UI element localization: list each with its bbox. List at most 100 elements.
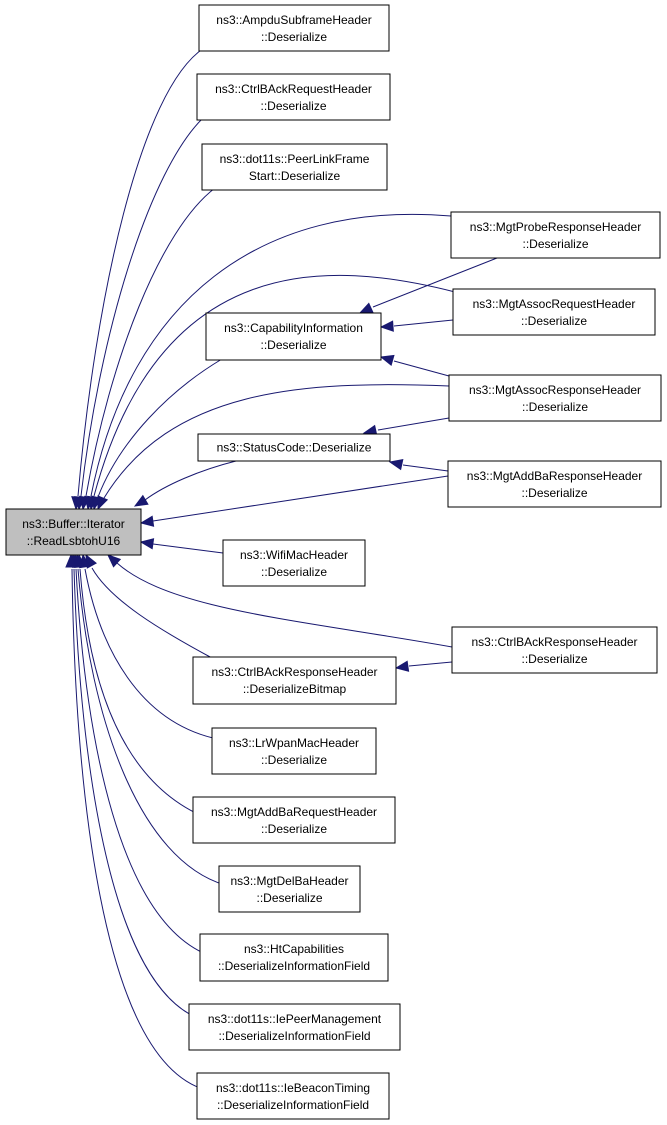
- node-delba-box: [218, 865, 361, 913]
- node-peerlink-box: [201, 143, 388, 191]
- node-lrwpan-line2: ::Deserialize: [261, 753, 327, 767]
- edge-ctrlbackreq: [80, 117, 204, 497]
- edge-probe-capability-arrowhead: [358, 302, 374, 314]
- node-iepeer-line2: ::DeserializeInformationField: [218, 1029, 370, 1043]
- node-probe[interactable]: ns3::MgtProbeResponseHeader::Deserialize: [450, 211, 661, 259]
- node-peerlink-line2: Start::Deserialize: [249, 169, 341, 183]
- node-htcap-line1: ns3::HtCapabilities: [244, 942, 344, 956]
- edge-probe-capability: [372, 257, 498, 308]
- node-statuscode-box: [197, 433, 391, 462]
- edge-ctrlbackresp: [116, 562, 453, 648]
- node-iepeer-line1: ns3::dot11s::IePeerManagement: [208, 1012, 382, 1026]
- node-peerlink[interactable]: ns3::dot11s::PeerLinkFrameStart::Deseria…: [201, 143, 388, 191]
- node-iebeacon-line2: ::DeserializeInformationField: [217, 1098, 369, 1112]
- node-ampdu-line1: ns3::AmpduSubframeHeader: [216, 13, 371, 27]
- node-iebeacon-line1: ns3::dot11s::IeBeaconTiming: [216, 1081, 370, 1095]
- edge-iebeacon-arrowhead: [65, 553, 77, 568]
- node-addbareq-line2: ::Deserialize: [261, 822, 327, 836]
- node-ampdu-line2: ::Deserialize: [261, 30, 327, 44]
- edge-assocresp-capability: [393, 360, 450, 377]
- node-statuscode[interactable]: ns3::StatusCode::Deserialize: [197, 433, 391, 462]
- node-addbareq-line1: ns3::MgtAddBaRequestHeader: [211, 805, 377, 819]
- node-root-box: [5, 508, 142, 556]
- node-ampdu-box: [198, 4, 390, 52]
- node-probe-line1: ns3::MgtProbeResponseHeader: [470, 220, 641, 234]
- edge-assocresp-capability-arrowhead: [379, 354, 395, 366]
- node-addbaresp-line2: ::Deserialize: [521, 486, 587, 500]
- edge-addbaresp: [152, 475, 449, 522]
- edge-ctrlbackresp-arrowhead: [107, 554, 122, 568]
- node-capability[interactable]: ns3::CapabilityInformation::Deserialize: [205, 312, 382, 361]
- edge-assocresp: [103, 384, 450, 499]
- node-iepeer-box: [188, 1003, 401, 1051]
- edge-assocreq-capability: [393, 319, 454, 327]
- node-assocreq[interactable]: ns3::MgtAssocRequestHeader::Deserialize: [452, 288, 656, 336]
- node-addbaresp[interactable]: ns3::MgtAddBaResponseHeader::Deserialize: [447, 460, 662, 508]
- node-peerlink-line1: ns3::dot11s::PeerLinkFrame: [220, 152, 370, 166]
- node-ctrlbackreq[interactable]: ns3::CtrlBAckRequestHeader::Deserialize: [196, 73, 391, 121]
- edge-lrwpan: [84, 568, 214, 739]
- node-delba[interactable]: ns3::MgtDelBaHeader::Deserialize: [218, 865, 361, 913]
- edge-iepeer: [73, 568, 204, 1021]
- node-root[interactable]: ns3::Buffer::Iterator::ReadLsbtohU16: [5, 508, 142, 556]
- node-capability-line1: ns3::CapabilityInformation: [224, 321, 363, 335]
- node-assocreq-box: [452, 288, 656, 336]
- edge-addbaresp-arrowhead: [139, 515, 155, 527]
- edge-assocreq: [93, 274, 456, 497]
- node-lrwpan-box: [211, 727, 377, 775]
- edge-capability: [97, 358, 223, 498]
- edge-statuscode: [144, 460, 237, 501]
- node-lrwpan[interactable]: ns3::LrWpanMacHeader::Deserialize: [211, 727, 377, 775]
- node-addbareq-box: [192, 796, 396, 844]
- node-assocresp[interactable]: ns3::MgtAssocResponseHeader::Deserialize: [448, 374, 662, 422]
- edges: [65, 47, 498, 1091]
- edge-addbaresp-statuscode-arrowhead: [388, 458, 404, 471]
- node-assocresp-line1: ns3::MgtAssocResponseHeader: [469, 383, 641, 397]
- node-delba-line2: ::Deserialize: [256, 891, 322, 905]
- node-bitmap-box: [192, 656, 397, 705]
- edge-ctrlbackresp-bitmap-arrowhead: [394, 660, 410, 672]
- node-root-line2: ::ReadLsbtohU16: [27, 534, 121, 548]
- node-bitmap-line1: ns3::CtrlBAckResponseHeader: [211, 665, 377, 679]
- node-assocreq-line2: ::Deserialize: [521, 314, 587, 328]
- node-ctrlbackreq-line1: ns3::CtrlBAckRequestHeader: [215, 82, 372, 96]
- edge-ctrlbackresp-bitmap: [408, 661, 453, 667]
- node-delba-line1: ns3::MgtDelBaHeader: [230, 874, 348, 888]
- edge-addbareq: [79, 568, 213, 821]
- node-wifimac[interactable]: ns3::WifiMacHeader::Deserialize: [222, 539, 366, 587]
- node-iepeer[interactable]: ns3::dot11s::IePeerManagement::Deseriali…: [188, 1003, 401, 1051]
- edge-peerlink: [85, 187, 216, 497]
- node-wifimac-box: [222, 539, 366, 587]
- edge-ampdu: [77, 47, 205, 497]
- node-addbaresp-line1: ns3::MgtAddBaResponseHeader: [467, 469, 642, 483]
- edge-assocresp-statuscode: [377, 417, 450, 431]
- edge-wifimac-arrowhead: [139, 538, 155, 550]
- node-wifimac-line2: ::Deserialize: [261, 565, 327, 579]
- node-iebeacon[interactable]: ns3::dot11s::IeBeaconTiming::Deserialize…: [196, 1072, 390, 1120]
- node-ctrlbackresp-box: [451, 626, 658, 674]
- node-ctrlbackreq-box: [196, 73, 391, 121]
- node-addbareq[interactable]: ns3::MgtAddBaRequestHeader::Deserialize: [192, 796, 396, 844]
- edge-iebeacon: [71, 568, 207, 1091]
- node-ctrlbackresp-line2: ::Deserialize: [521, 652, 587, 666]
- node-probe-box: [450, 211, 661, 259]
- node-htcap[interactable]: ns3::HtCapabilities::DeserializeInformat…: [199, 933, 389, 982]
- node-ctrlbackresp[interactable]: ns3::CtrlBAckResponseHeader::Deserialize: [451, 626, 658, 674]
- node-capability-box: [205, 312, 382, 361]
- node-htcap-box: [199, 933, 389, 982]
- node-bitmap[interactable]: ns3::CtrlBAckResponseHeader::Deserialize…: [192, 656, 397, 705]
- node-ampdu[interactable]: ns3::AmpduSubframeHeader::Deserialize: [198, 4, 390, 52]
- node-statuscode-line1: ns3::StatusCode::Deserialize: [217, 441, 372, 455]
- node-assocresp-box: [448, 374, 662, 422]
- nodes: ns3::Buffer::Iterator::ReadLsbtohU16ns3:…: [5, 4, 662, 1120]
- node-assocreq-line1: ns3::MgtAssocRequestHeader: [473, 297, 636, 311]
- node-root-line1: ns3::Buffer::Iterator: [22, 517, 125, 531]
- edge-addbaresp-statuscode: [402, 464, 449, 472]
- node-addbaresp-box: [447, 460, 662, 508]
- node-bitmap-line2: ::DeserializeBitmap: [243, 682, 347, 696]
- edge-htcap: [75, 568, 209, 956]
- node-capability-line2: ::Deserialize: [260, 338, 326, 352]
- node-htcap-line2: ::DeserializeInformationField: [218, 959, 370, 973]
- edge-statuscode-arrowhead: [133, 494, 149, 507]
